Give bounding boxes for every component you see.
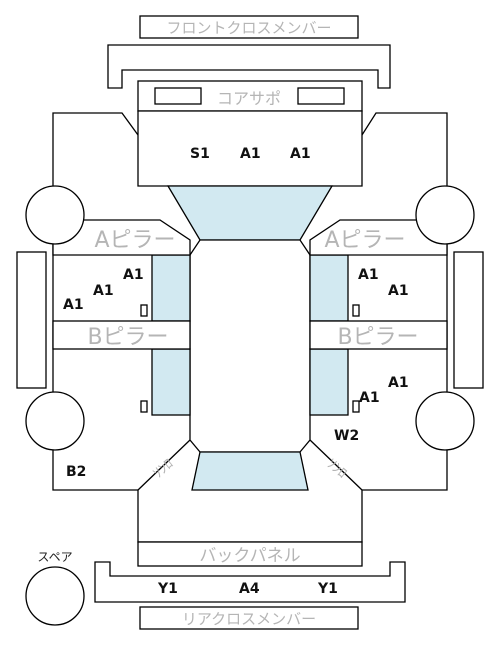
left-rear-window [151, 348, 191, 416]
rear-glass [191, 451, 309, 491]
code-rear-right: Y1 [317, 581, 338, 597]
right-a-pillar-band [309, 219, 448, 256]
code-right-front-door-upper: A1 [358, 267, 379, 283]
code-rear-center: A4 [239, 581, 260, 597]
rear-bumper [94, 561, 406, 603]
back-panel-bar [137, 541, 363, 567]
right-b-pillar-label: Bピラー [337, 325, 418, 350]
code-right-rear-quarter: W2 [334, 428, 359, 444]
spare-wheel [25, 566, 85, 626]
code-right-rear-door-upper: A1 [388, 375, 409, 391]
right-tail-edge [309, 439, 363, 491]
left-headlight [154, 87, 202, 105]
left-a-pillar-band [52, 219, 191, 256]
front-bumper [107, 44, 391, 89]
left-b-pillar-band [52, 320, 191, 350]
right-rear-door-handle [352, 400, 360, 413]
right-headlight [297, 87, 345, 105]
code-left-front-door-upper: A1 [123, 267, 144, 283]
left-front-door-handle [140, 304, 148, 317]
right-a-pillar-label: Aピラー [324, 228, 405, 253]
roof [189, 239, 311, 453]
left-front-window [151, 254, 191, 322]
front-cross-member-bar [139, 15, 359, 39]
left-a-pillar-label: Aピラー [94, 228, 175, 253]
code-front-left: S1 [190, 146, 210, 162]
right-b-pillar-band [309, 320, 448, 350]
rear-cross-member-label: リアクロスメンバー [182, 610, 316, 628]
back-panel-label: バックパネル [199, 546, 300, 566]
code-left-front-door-lower: A1 [63, 297, 84, 313]
left-mirror [16, 251, 47, 389]
spare-label: スペア [37, 550, 72, 564]
code-left-front-door-mid: A1 [93, 283, 114, 299]
left-tail-edge [137, 439, 191, 491]
right-mirror [453, 251, 484, 389]
code-right-front-door-mid: A1 [388, 283, 409, 299]
front-cross-member-label: フロントクロスメンバー [166, 19, 331, 37]
rear-right-wheel [415, 391, 475, 451]
left-b-pillar-label: Bピラー [87, 325, 168, 350]
left-rear-door-handle [140, 400, 148, 413]
code-right-rear-door-lower: A1 [359, 390, 380, 406]
front-right-wheel [415, 185, 475, 245]
code-left-rear-quarter: B2 [66, 464, 86, 480]
rear-left-wheel [25, 391, 85, 451]
core-support-label: コアサポ [217, 89, 281, 108]
front-left-wheel [25, 185, 85, 245]
right-front-window [309, 254, 349, 322]
right-front-door-handle [352, 304, 360, 317]
code-rear-left: Y1 [157, 581, 178, 597]
code-front-center: A1 [240, 146, 261, 162]
right-rear-window [309, 348, 349, 416]
rear-cross-member-bar [139, 606, 359, 630]
code-front-right: A1 [290, 146, 311, 162]
